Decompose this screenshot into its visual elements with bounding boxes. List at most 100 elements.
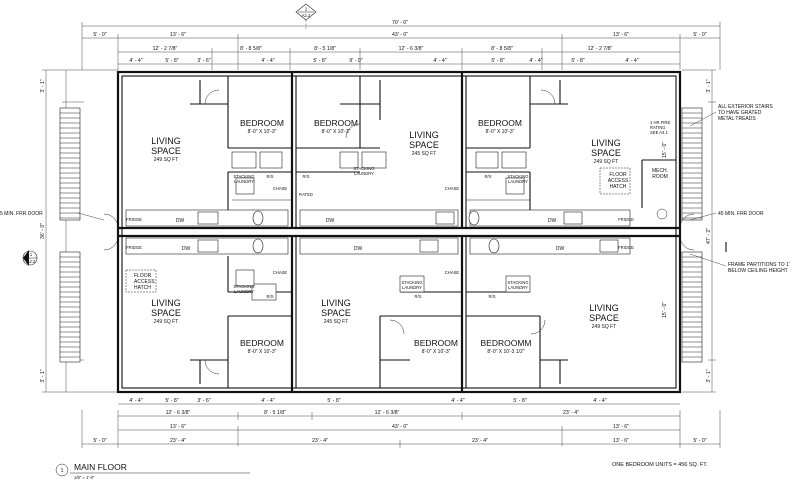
dw-label: DW xyxy=(354,246,363,252)
dim-small-top-5: 5' - 8" xyxy=(313,58,326,64)
hatch-line-3: HATCH xyxy=(610,184,627,190)
fridge-label: FRIDGE xyxy=(618,245,634,250)
rs-label: R/S xyxy=(485,174,492,179)
dim-right-stair-2: 15' - 0" xyxy=(662,302,668,318)
fridge-label: FRIDGE xyxy=(126,245,142,250)
stairs-note-1: ALL EXTERIOR STAIRS xyxy=(718,104,773,110)
frame-note-2: BELOW CEILING HEIGHT xyxy=(728,268,788,274)
chase-label: CHASE xyxy=(445,186,460,191)
section-marker-north: 2 A2.2 xyxy=(295,3,317,30)
living-label: LIVING xyxy=(151,136,181,146)
stacking-label: STACKING xyxy=(233,284,254,289)
living-space-nw: LIVING SPACE 249 SQ FT xyxy=(151,136,181,163)
rs-label: R/S xyxy=(489,294,496,299)
dim-bot-small-8: 4' - 4" xyxy=(593,398,606,404)
bedroom-se: BEDROOMM 8'-0" X 10'-3 1/2" xyxy=(481,338,532,355)
dim-right-v1: 3' - 1" xyxy=(706,79,712,92)
area-label: 245 SQ FT xyxy=(412,151,436,157)
note-door-right: 45 MIN. FRR DOOR xyxy=(689,211,764,221)
title-block: 1 MAIN FLOOR 1/8" = 1'-0" ONE BEDROOM UN… xyxy=(55,462,708,480)
hatch-line-2: ACCESS xyxy=(134,279,155,285)
dim-small-top-3: 3' - 6" xyxy=(197,58,210,64)
dim-top-4: 12' - 6 3/8" xyxy=(399,46,424,52)
mech-room: MECH. ROOM xyxy=(641,159,676,220)
dim-right-wing: 13' - 6" xyxy=(613,32,629,38)
laundry-label: LAUNDRY xyxy=(508,179,528,184)
unit-se-partitions xyxy=(466,275,568,388)
dim-bot-small-5: 5' - 8" xyxy=(327,398,340,404)
door-right-note: 45 MIN. FRR DOOR xyxy=(718,211,764,217)
dim-bot-small-1: 4' - 4" xyxy=(129,398,142,404)
exterior-stair-ne xyxy=(681,107,703,221)
dim-left-margin: 5' - 0" xyxy=(93,32,106,38)
stacking-label: STACKING xyxy=(401,280,422,285)
stairs-note-3: METAL TREADS xyxy=(718,116,756,122)
corridor-doors xyxy=(103,213,695,251)
note-door-left: 5 MIN. FRR DOOR xyxy=(0,211,105,221)
note-fire-rating: 1 HR FIRE RATING SEE A4.1 xyxy=(650,120,670,135)
section-marker-west: 1 A2.2 xyxy=(22,250,38,266)
bedroom-label: BEDROOM xyxy=(478,118,522,128)
rating-3: SEE A4.1 xyxy=(650,130,669,135)
unit-nw-partitions xyxy=(190,76,292,210)
dim-small-top-11: 4' - 4" xyxy=(625,58,638,64)
laundry-label: LAUNDRY xyxy=(354,171,374,176)
marker-west-number: 1 xyxy=(30,252,33,257)
room-label: ROOM xyxy=(652,174,668,180)
stair-treads xyxy=(682,112,702,219)
dw-label: DW xyxy=(548,218,557,224)
laundry-label: LAUNDRY xyxy=(402,285,422,290)
dim-small-top-7: 4' - 4" xyxy=(433,58,446,64)
bedroom-label: BEDROOM xyxy=(314,118,358,128)
bedroom-dims: 8'-0" X 10'-3" xyxy=(248,349,277,355)
dim-bot-2: 23' - 4" xyxy=(312,438,328,444)
living-label: LIVING xyxy=(591,138,621,148)
door-left-note: 5 MIN. FRR DOOR xyxy=(0,211,43,217)
stair-treads xyxy=(682,256,702,358)
living-space-sw: LIVING SPACE 249 SQ FT xyxy=(151,298,181,325)
dim-right-v3: 3' - 1" xyxy=(706,369,712,382)
dim-bot-3: 23' - 4" xyxy=(472,438,488,444)
rating-2: RATING xyxy=(650,125,666,130)
unit-s-center-partitions xyxy=(379,275,462,388)
stair-treads xyxy=(60,112,80,219)
hatch-line-1: FLOOR xyxy=(134,273,152,279)
rs-label: R/S xyxy=(267,174,274,179)
dim-bot-small-7: 5' - 8" xyxy=(513,398,526,404)
living-space-n-center: LIVING SPACE 245 SQ FT xyxy=(409,130,439,157)
dim-top-1: 12' - 2 7/8" xyxy=(153,46,178,52)
dim-bot-wing-left: 13' - 6" xyxy=(170,424,186,430)
area-label: 249 SQ FT xyxy=(594,159,618,165)
bedroom-label: BEDROOM xyxy=(414,338,458,348)
dim-bot-second-1: 12' - 6 3/8" xyxy=(166,410,191,416)
chase-label: CHASE xyxy=(445,270,460,275)
dim-top-6: 12' - 2 7/8" xyxy=(588,46,613,52)
dw-label: DW xyxy=(176,218,185,224)
living-label: LIVING xyxy=(321,298,351,308)
dim-top-5: 8' - 8 5/8" xyxy=(491,46,513,52)
chase-label: CHASE xyxy=(273,186,288,191)
dim-bot-left-margin: 5' - 0" xyxy=(93,438,106,444)
bedroom-label: BEDROOM xyxy=(240,338,284,348)
laundry-label: LAUNDRY xyxy=(508,285,528,290)
dim-left-v5: 3' - 1" xyxy=(40,369,46,382)
stairs-note-2: TO HAVE GRATED xyxy=(718,110,762,116)
space-label: SPACE xyxy=(409,140,439,150)
marker-west-sheet: A2.2 xyxy=(27,259,36,264)
area-label: 249 SQ FT xyxy=(592,324,616,330)
stair-treads xyxy=(60,256,80,358)
dim-left-v1: 3' - 1" xyxy=(40,79,46,92)
fridge-label: FRIDGE xyxy=(126,217,142,222)
title-scale: 1/8" = 1'-0" xyxy=(74,475,95,480)
dim-center: 43' - 0" xyxy=(392,32,408,38)
rated-label: RATED xyxy=(299,192,313,197)
bedroom-s-center: BEDROOM 8'-0" X 10'-3" xyxy=(414,338,458,355)
dim-small-top-6: 9' - 0" xyxy=(349,58,362,64)
dim-bot-right-margin: 5' - 0" xyxy=(693,438,706,444)
bedroom-nw: BEDROOM 8'-0" X 10'-3" xyxy=(240,118,284,135)
dim-right-stair-1: 15' - 0" xyxy=(662,142,668,158)
bedroom-label: BEDROOM xyxy=(240,118,284,128)
title-units: ONE BEDROOM UNITS = 456 SQ. FT. xyxy=(612,462,708,468)
bedroom-n-center: BEDROOM 8'-0" X 10'-3" xyxy=(314,118,358,135)
living-label: LIVING xyxy=(409,130,439,140)
